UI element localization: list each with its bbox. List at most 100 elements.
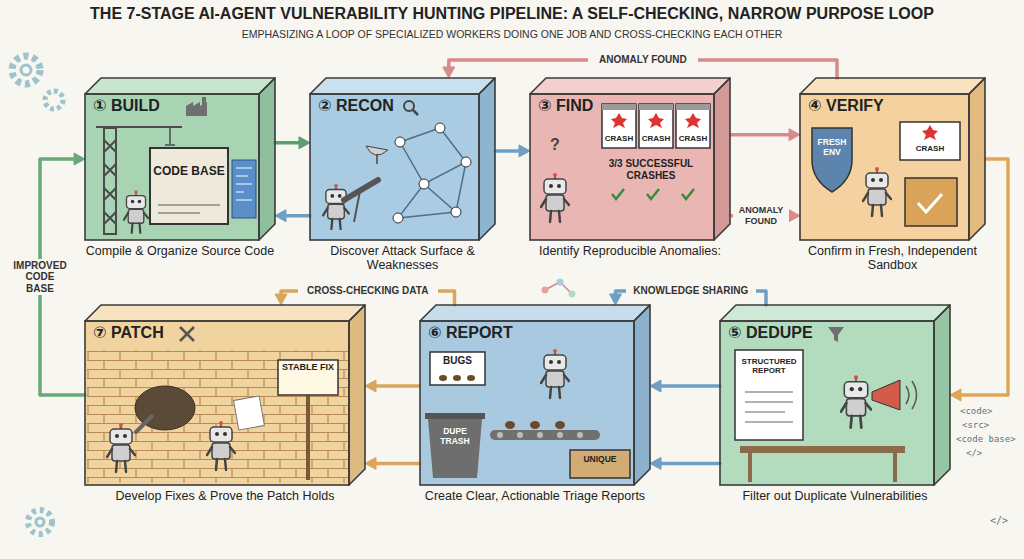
find-illustration <box>602 104 636 148</box>
dedupe-illustration <box>872 380 900 410</box>
build-illustration <box>232 160 256 218</box>
stage-caption: Create Clear, Actionable Triage Reports <box>410 489 660 503</box>
connector-line <box>495 149 519 153</box>
cube-outline <box>720 321 934 485</box>
edge-label: KNOWLEDGE SHARING <box>626 284 756 298</box>
report-illustration <box>505 421 515 429</box>
shield-label: FRESH ENV <box>812 138 852 158</box>
verify-illustration <box>863 167 891 216</box>
code-snippet: <code> <box>960 406 993 416</box>
arrow-head <box>610 294 622 305</box>
cube-outline <box>420 305 650 321</box>
sign-label: STABLE FIX <box>278 362 338 372</box>
diagram-title: THE 7-STAGE AI-AGENT VULNERABILITY HUNTI… <box>10 5 1014 23</box>
connector-arrow <box>950 159 1008 401</box>
edge-label: CROSS-CHECKING DATA <box>298 284 438 298</box>
report-illustration <box>425 413 485 419</box>
cube-outline <box>720 305 950 321</box>
cube-outline <box>310 78 495 94</box>
report-illustration <box>555 421 565 429</box>
cube-outline <box>530 94 714 240</box>
paper-label: STRUCTURED REPORT <box>735 357 803 375</box>
cube-faces <box>85 94 259 240</box>
find-illustration <box>602 104 636 110</box>
patch-illustration <box>207 421 235 470</box>
background-gear <box>36 518 44 526</box>
connector-arrow <box>495 145 530 157</box>
recon-illustration <box>344 180 378 200</box>
connector-arrow <box>650 380 720 392</box>
dedupe-illustration <box>740 446 905 453</box>
dedupe-illustration <box>735 350 803 440</box>
background-gear <box>28 510 52 534</box>
arrow-head <box>650 380 661 392</box>
code-snippet: <src> <box>962 420 989 430</box>
arrow-head <box>950 389 961 401</box>
stage-heading: ④ VERIFY <box>808 97 884 115</box>
box-label: BUGS <box>430 355 485 367</box>
cube-faces <box>85 321 349 485</box>
connector-arrow <box>365 380 420 392</box>
patch-illustration <box>180 327 194 341</box>
find-illustration <box>685 113 701 128</box>
patch-illustration <box>107 423 135 472</box>
arrow-head <box>74 153 85 165</box>
stage-heading: ① BUILD <box>93 97 160 115</box>
find-illustration <box>676 104 710 110</box>
cube-outline <box>934 305 950 485</box>
recon-illustration <box>376 154 378 164</box>
cube-faces <box>420 305 650 321</box>
code-snippet: </> <box>966 448 982 458</box>
cube-faces <box>85 305 365 321</box>
recon-illustration <box>393 213 403 223</box>
cube-faces <box>530 94 714 240</box>
cube-faces <box>720 305 950 321</box>
stage-box: ③ FINDCRASHCRASHCRASH3/3 SUCCESSFUL CRAS… <box>530 78 730 240</box>
stage-heading: ⑤ DEDUPE <box>728 324 813 342</box>
stage-box: ⑤ DEDUPESTRUCTURED REPORTFilter out Dupl… <box>720 305 950 485</box>
recon-illustration <box>419 179 429 189</box>
verify-illustration <box>922 125 938 140</box>
recon-illustration <box>354 191 360 222</box>
stage-caption: Identify Reproducible Anomalies: <box>520 244 740 258</box>
cube-faces <box>85 78 275 94</box>
cube-outline <box>800 78 985 94</box>
crash-label: CRASH <box>676 134 710 143</box>
find-illustration <box>611 113 627 128</box>
report-illustration <box>425 349 630 478</box>
stage-caption: Discover Attack Surface & Weaknesses <box>300 244 505 273</box>
edge-label: ANOMALY FOUND <box>588 53 698 67</box>
verify-illustration <box>812 122 960 226</box>
stage-box: ② RECONDiscover Attack Surface & Weaknes… <box>310 78 495 240</box>
edge-label: IMPROVED CODE BASE <box>8 259 72 296</box>
arrow-head <box>365 457 376 469</box>
bin-label: DUPE TRASH <box>430 427 480 447</box>
dedupe-illustration <box>906 381 917 409</box>
tray-label: UNIQUE <box>570 455 630 465</box>
connector-line <box>661 384 720 388</box>
connector-arrow <box>365 457 420 469</box>
build-illustration <box>104 140 116 224</box>
report-illustration <box>439 375 447 381</box>
report-illustration <box>570 450 630 478</box>
cube-outline <box>800 94 969 240</box>
cube-faces <box>800 94 969 240</box>
cube-outline <box>530 78 730 94</box>
report-illustration <box>530 421 540 429</box>
stage-heading: ③ FIND <box>538 97 593 115</box>
background-gear <box>12 56 40 84</box>
arrow-head <box>650 457 661 469</box>
report-illustration <box>557 432 563 438</box>
dedupe-illustration <box>745 392 793 422</box>
build-illustration <box>236 168 252 200</box>
molecule-doodle <box>557 279 564 286</box>
diagram-subtitle: EMPHASIZING A LOOP OF SPECIALIZED WORKER… <box>10 28 1014 40</box>
dedupe-illustration <box>828 327 844 342</box>
edge-label: ANOMALY FOUND <box>733 204 789 227</box>
arrow-head <box>443 67 455 78</box>
cube-faces <box>85 78 985 485</box>
arrow-head <box>299 137 310 149</box>
molecule-doodle <box>542 279 576 298</box>
code-snippet: <code base> <box>956 434 1016 444</box>
